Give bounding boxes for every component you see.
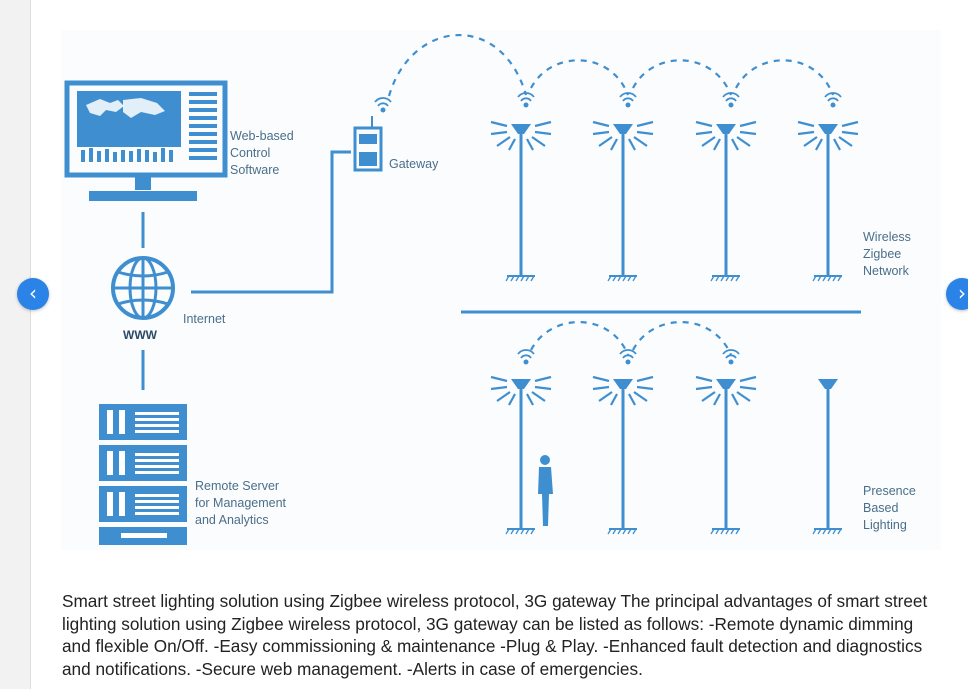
content-card: Web-based Control Software WWW Internet <box>30 0 968 689</box>
zigbee-diagram: Web-based Control Software WWW Internet <box>61 30 941 550</box>
wireless-network-label: Wireless Zigbee Network <box>863 230 914 278</box>
next-slide-button[interactable]: › <box>946 278 968 310</box>
server-label: Remote Server for Management and Analyti… <box>195 479 290 527</box>
gateway-label: Gateway <box>389 157 439 171</box>
presence-lighting-label: Presence Based Lighting <box>863 484 919 532</box>
chevron-right-icon: › <box>958 281 966 305</box>
internet-label: Internet <box>183 312 226 326</box>
image-caption: Smart street lighting solution using Zig… <box>62 591 928 679</box>
gateway-icon <box>353 116 383 172</box>
www-label: WWW <box>123 328 158 342</box>
bottom-streetlights <box>489 349 843 535</box>
person-icon <box>538 455 553 526</box>
monitor-icon <box>64 80 228 201</box>
server-icon <box>99 404 187 545</box>
wireless-links-bottom <box>530 321 733 356</box>
chevron-left-icon: ‹ <box>29 281 37 305</box>
globe-icon <box>111 256 175 320</box>
software-label: Web-based Control Software <box>230 129 297 177</box>
wireless-links-top <box>387 33 835 97</box>
top-streetlights <box>489 92 860 282</box>
previous-slide-button[interactable]: ‹ <box>17 278 49 310</box>
